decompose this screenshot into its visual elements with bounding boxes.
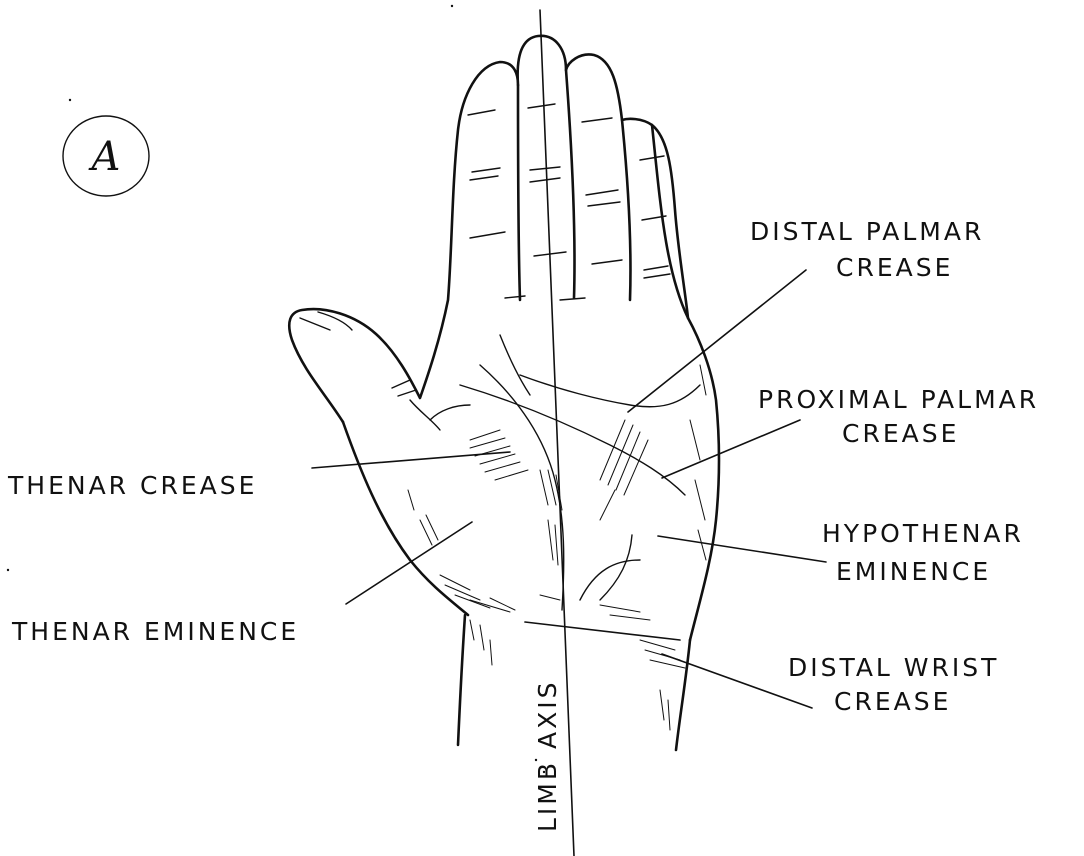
label-distal-palmar-line2: CREASE (836, 253, 953, 282)
finger-gap-ring-little (622, 120, 631, 300)
label-hypothenar-line1: HYPOTHENAR (822, 519, 1024, 548)
label-distal-wrist-line1: DISTAL WRIST (788, 653, 999, 682)
little-finger-base (652, 125, 688, 318)
label-distal-palmar-line1: DISTAL PALMAR (750, 217, 984, 246)
thenar-crease-line (480, 365, 564, 610)
panel-letter: A (88, 134, 121, 180)
leader-thenar-crease (312, 452, 510, 468)
finger-gap-middle-ring (566, 70, 575, 298)
leader-wrist-axis (525, 622, 680, 640)
leader-lines (312, 270, 826, 708)
leader-thenar-eminence (346, 522, 472, 604)
label-thenar-eminence: THENAR EMINENCE (11, 617, 299, 646)
label-proximal-palmar-line2: CREASE (842, 419, 959, 448)
distal-palmar-crease-line (520, 375, 700, 407)
label-distal-wrist-line2: CREASE (834, 687, 951, 716)
labels: DISTAL PALMAR CREASE PROXIMAL PALMAR CRE… (7, 217, 1039, 832)
proximal-palmar-crease-line (460, 385, 685, 495)
hand-outline (289, 36, 719, 640)
panel-marker: A (63, 116, 149, 196)
label-thenar-crease: THENAR CREASE (7, 471, 257, 500)
wrist-right-edge (676, 640, 690, 750)
wrist-left-edge (458, 615, 465, 745)
label-hypothenar-line2: EMINENCE (836, 557, 991, 586)
thumb-inner-edge (343, 422, 468, 615)
finger-gap-index-middle (518, 85, 520, 300)
label-proximal-palmar-line1: PROXIMAL PALMAR (758, 385, 1039, 414)
leader-proximal-palmar (662, 420, 800, 478)
hand-drawing (289, 36, 719, 750)
leader-hypothenar (658, 536, 826, 562)
label-limb-axis: LIMB AXIS (533, 680, 562, 832)
